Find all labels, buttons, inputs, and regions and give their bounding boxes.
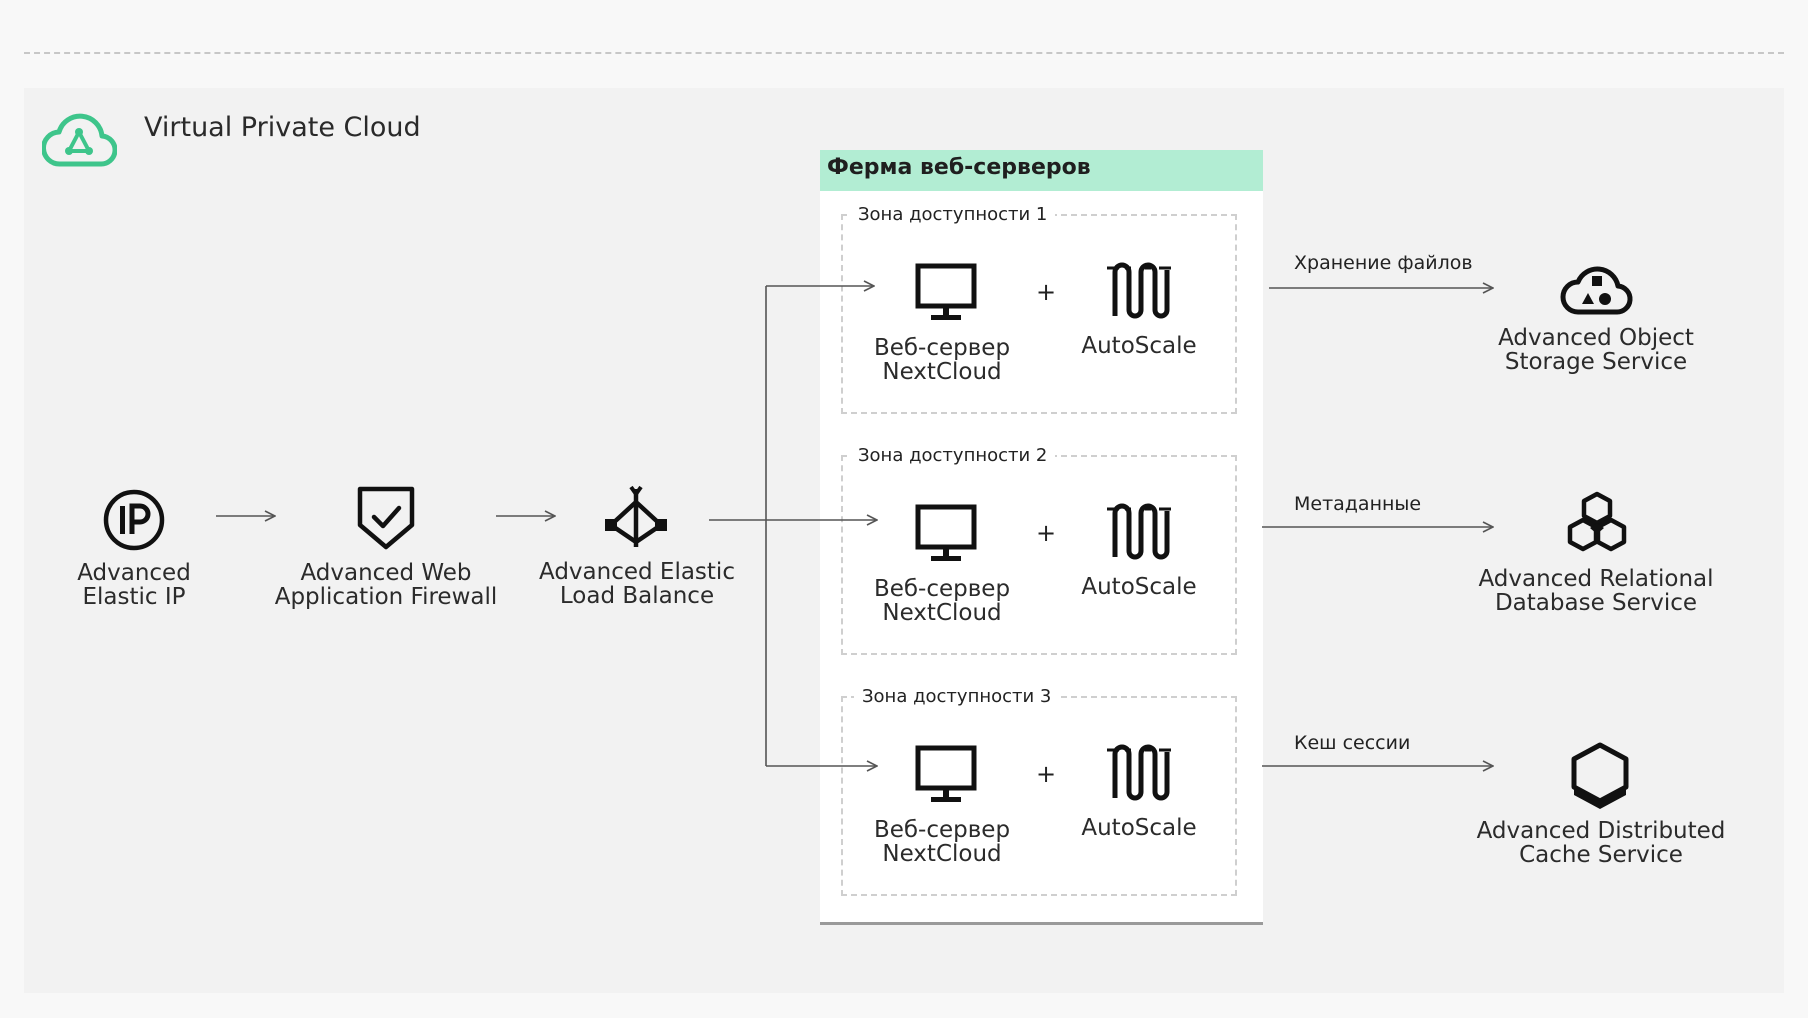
web-server-farm [820, 150, 1263, 925]
waf-label: Advanced Web Application Firewall [256, 561, 516, 609]
shield-check-icon [357, 486, 415, 550]
monitor-icon [915, 263, 977, 320]
farm-header [820, 150, 1263, 191]
edge-label-file-storage: Хранение файлов [1294, 252, 1473, 274]
elastic-ip-label-line2: Elastic IP [82, 584, 186, 610]
nextcloud-server-label: Веб-сервер NextCloud [862, 577, 1022, 625]
edge-label-session-cache: Кеш сессии [1294, 732, 1411, 754]
relational-database-label-line1: Advanced Relational [1478, 566, 1714, 592]
distributed-cache-label: Advanced Distributed Cache Service [1465, 819, 1737, 867]
zone-label-3: Зона доступности 3 [854, 686, 1060, 707]
elastic-ip-label-line1: Advanced [77, 560, 191, 586]
autoscale-icon [1107, 262, 1171, 319]
nextcloud-server-label: Веб-сервер NextCloud [862, 336, 1022, 384]
plus-sign: + [1036, 519, 1057, 547]
nextcloud-server-label-line2: NextCloud [882, 841, 1002, 867]
relational-database-icon [1567, 491, 1627, 552]
farm-title: Ферма веб-серверов [827, 155, 1091, 180]
nextcloud-server-label-line2: NextCloud [882, 600, 1002, 626]
autoscale-label: AutoScale [1081, 333, 1197, 359]
nextcloud-server-label-line1: Веб-сервер [873, 335, 1011, 361]
ip-icon [103, 489, 165, 551]
relational-database-label: Advanced Relational Database Service [1466, 567, 1726, 615]
vpc-cloud-icon [42, 113, 117, 167]
nextcloud-server-label-line2: NextCloud [882, 359, 1002, 385]
autoscale-icon [1107, 503, 1171, 560]
elb-label-line1: Advanced Elastic [539, 559, 735, 585]
distributed-cache-icon [1571, 742, 1629, 809]
object-storage-icon [1560, 266, 1633, 315]
monitor-icon [915, 745, 977, 802]
relational-database-label-line2: Database Service [1494, 590, 1698, 616]
vpc-title: Virtual Private Cloud [144, 112, 421, 143]
monitor-icon [915, 504, 977, 561]
object-storage-label-line1: Advanced Object [1498, 325, 1694, 351]
object-storage-label: Advanced Object Storage Service [1476, 326, 1716, 374]
distributed-cache-label-line2: Cache Service [1519, 842, 1683, 868]
top-divider [24, 52, 1784, 54]
autoscale-icon [1107, 744, 1171, 801]
load-balancer-icon [605, 485, 667, 547]
nextcloud-server-label-line1: Веб-сервер [873, 817, 1011, 843]
zone-label-2: Зона доступности 2 [850, 445, 1056, 466]
autoscale-label: AutoScale [1081, 815, 1197, 841]
plus-sign: + [1036, 278, 1057, 306]
object-storage-label-line2: Storage Service [1504, 349, 1688, 375]
plus-sign: + [1036, 760, 1057, 788]
autoscale-label: AutoScale [1081, 574, 1197, 600]
distributed-cache-label-line1: Advanced Distributed [1476, 818, 1726, 844]
elb-label-line2: Load Balance [559, 583, 715, 609]
waf-label-line2: Application Firewall [274, 584, 498, 610]
nextcloud-server-label: Веб-сервер NextCloud [862, 818, 1022, 866]
waf-label-line1: Advanced Web [300, 560, 472, 586]
nextcloud-server-label-line1: Веб-сервер [873, 576, 1011, 602]
elb-label: Advanced Elastic Load Balance [527, 560, 747, 608]
zone-label-1: Зона доступности 1 [850, 204, 1056, 225]
elastic-ip-label: Advanced Elastic IP [58, 561, 210, 609]
edge-label-metadata: Метаданные [1294, 493, 1422, 515]
